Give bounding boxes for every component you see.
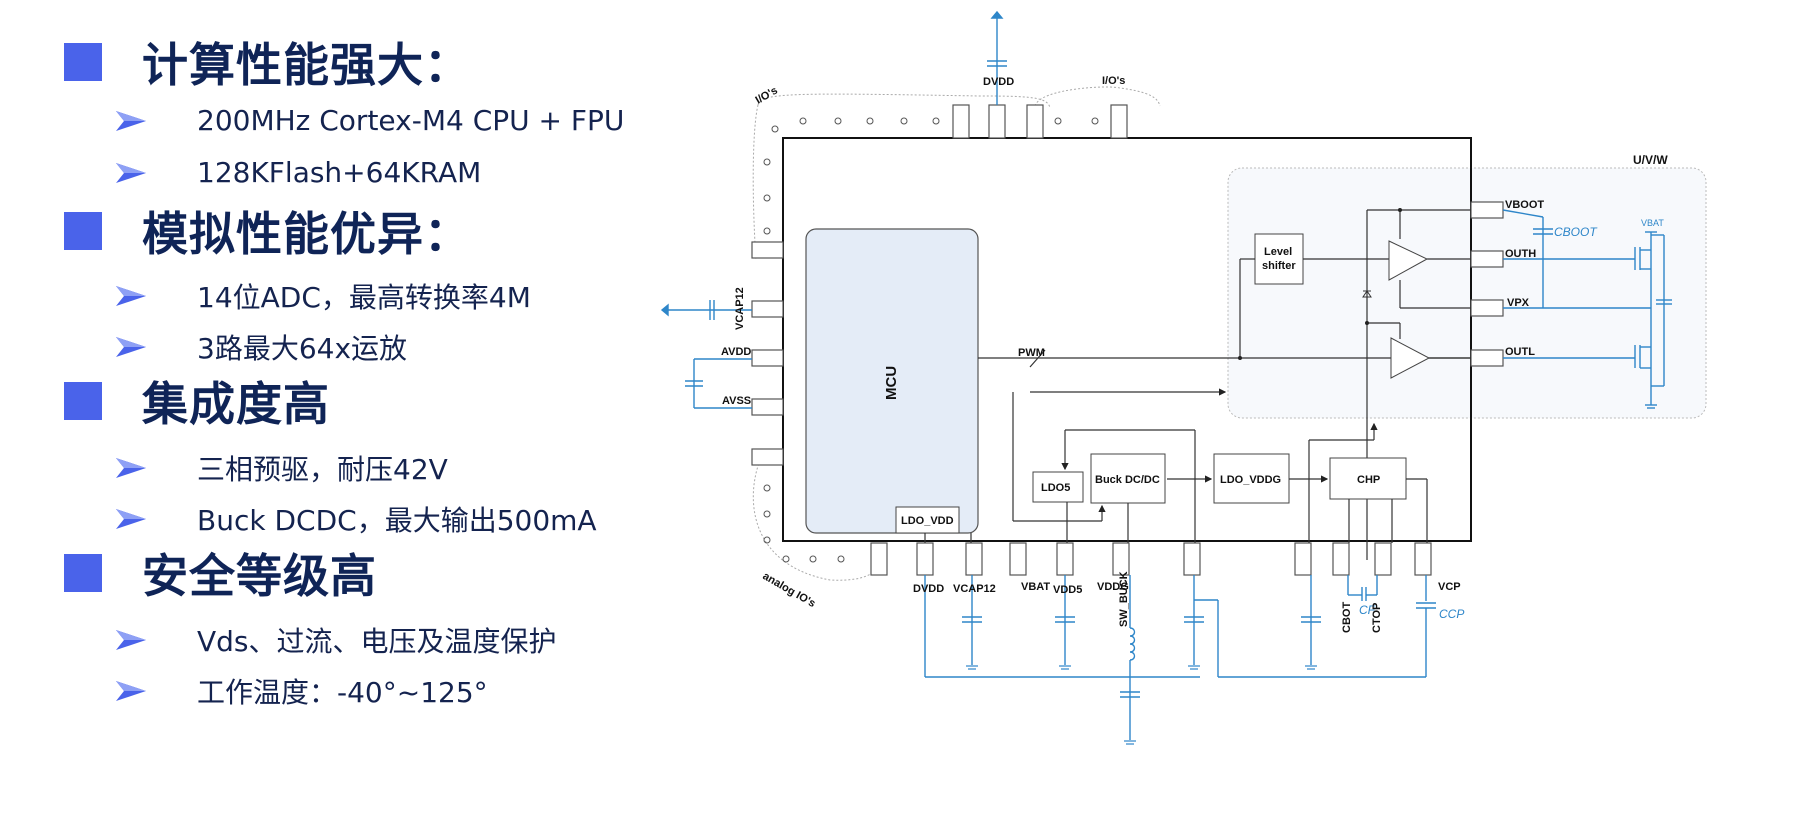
avdd-label: AVDD xyxy=(721,346,751,358)
section-analog: 模拟性能优异： xyxy=(64,198,471,264)
bullet-item: Vds、过流、电压及温度保护 xyxy=(115,620,557,660)
io-group-outline xyxy=(1034,86,1161,107)
ldo-vddg-block xyxy=(1213,453,1290,504)
cbot-label: CBOT xyxy=(1341,602,1353,633)
dvdd-bottom-label: DVDD xyxy=(913,583,944,595)
vddg-label: VDDG xyxy=(1097,581,1129,593)
section-integration: 集成度高 xyxy=(64,368,330,434)
section-bullet-square xyxy=(64,554,102,592)
section-title: 集成度高 xyxy=(142,377,330,431)
bullet-text: 128KFlash+64KRAM xyxy=(197,156,482,189)
vcap12-left-label: VCAP12 xyxy=(734,287,746,330)
driver-wiring xyxy=(1030,209,1471,560)
buck-dcdc-block xyxy=(1090,453,1166,504)
bullet-text: Buck DCDC，最大输出500mA xyxy=(197,504,597,537)
cboot-label: CBOOT xyxy=(1554,225,1598,239)
section-compute: 计算性能强大： xyxy=(64,29,471,95)
arrow-bullet-icon xyxy=(116,162,146,183)
bottom-pins xyxy=(870,542,1432,576)
vcp-label: VCP xyxy=(1438,581,1461,593)
left-external-net xyxy=(660,300,752,409)
io-pin-dots xyxy=(763,117,1099,563)
vboot-label: VBOOT xyxy=(1505,199,1544,211)
bullet-text: 工作温度：-40°~125° xyxy=(197,676,488,709)
bullet-text: 三相预驱，耐压42V xyxy=(197,453,448,486)
analog-io-label: analog IO's xyxy=(761,570,818,610)
section-title: 计算性能强大： xyxy=(142,38,471,92)
outh-label: OUTH xyxy=(1505,248,1536,260)
arrow-bullet-icon xyxy=(116,509,146,529)
arrow-bullet-icon xyxy=(116,630,146,650)
arrow-bullet-icon xyxy=(116,286,146,306)
junction-dots xyxy=(1238,208,1402,360)
bullet-text: 200MHz Cortex-M4 CPU + FPU xyxy=(197,104,625,137)
io-label: I/O's xyxy=(754,85,780,107)
ldo-vddg-label: LDO_VDDG xyxy=(1220,474,1281,486)
low-side-driver xyxy=(1390,337,1431,379)
vpx-label: VPX xyxy=(1507,297,1530,309)
vcap12-bottom-label: VCAP12 xyxy=(953,583,996,595)
analog-io-outline xyxy=(752,459,881,581)
top-pins xyxy=(952,104,1128,139)
sw-buck-label: SW_BUCK xyxy=(1118,571,1130,627)
section-bullet-square xyxy=(64,212,102,250)
level-shifter-label: Level xyxy=(1264,246,1292,258)
ldo5-block xyxy=(1032,471,1084,503)
vbat-label: VBAT xyxy=(1021,581,1050,593)
section-title: 安全等级高 xyxy=(142,549,377,603)
arrow-bullet-icon xyxy=(116,458,146,478)
dvdd-top-label: DVDD xyxy=(983,76,1014,88)
ccp-label: CCP xyxy=(1439,607,1464,621)
arrow-bullet-icon xyxy=(116,681,146,701)
power-wiring xyxy=(924,392,1428,543)
dvdd-top-net xyxy=(987,10,1007,105)
buck-dcdc-label: Buck DC/DC xyxy=(1095,474,1160,486)
io-label: I/O's xyxy=(1102,75,1125,87)
level-shifter-block xyxy=(1254,233,1304,285)
bullet-item: 14位ADC，最高转换率4M xyxy=(115,276,531,316)
bullet-text: 3路最大64x运放 xyxy=(197,332,408,365)
bullet-item: 三相预驱，耐压42V xyxy=(115,448,448,488)
level-shifter-label: shifter xyxy=(1262,260,1296,272)
left-pins xyxy=(751,241,784,466)
mcu-block xyxy=(805,228,979,534)
uvw-label: U/V/W xyxy=(1633,153,1668,167)
section-bullet-square xyxy=(64,382,102,420)
io-group-outline xyxy=(757,93,1051,109)
cf-label: CF xyxy=(1359,603,1376,617)
arrow-bullet-icon xyxy=(116,110,146,131)
outl-label: OUTL xyxy=(1505,346,1535,358)
bullet-text: 14位ADC，最高转换率4M xyxy=(197,281,531,314)
vbat-ext-label: VBAT xyxy=(1641,218,1664,228)
avss-label: AVSS xyxy=(722,395,751,407)
ldo5-label: LDO5 xyxy=(1041,482,1070,494)
arrow-bullet-icon xyxy=(116,337,146,357)
bullet-item: Buck DCDC，最大输出500mA xyxy=(115,499,597,539)
ldo-vdd-block xyxy=(895,506,960,534)
right-pins xyxy=(1470,201,1504,367)
section-title: 模拟性能优异： xyxy=(142,207,471,261)
pwm-bus xyxy=(978,349,1471,368)
bullet-item: 128KFlash+64KRAM xyxy=(115,156,481,189)
io-group-outline xyxy=(752,104,759,261)
feature-list: 计算性能强大： 200MHz Cortex-M4 CPU + FPU 128KF… xyxy=(0,0,660,819)
chp-label: CHP xyxy=(1357,474,1380,486)
vdd5-label: VDD5 xyxy=(1053,584,1082,596)
high-side-driver xyxy=(1388,240,1429,281)
mcu-label: MCU xyxy=(883,366,900,400)
ldo-vdd-label: LDO_VDD xyxy=(901,515,954,527)
bottom-external-net xyxy=(924,575,1436,740)
pwm-label: PWM xyxy=(1018,347,1045,359)
section-safety: 安全等级高 xyxy=(64,540,377,606)
ground-symbols xyxy=(966,665,1317,745)
bullet-item: 3路最大64x运放 xyxy=(115,327,407,367)
section-bullet-square xyxy=(64,43,102,81)
ctop-label: CTOP xyxy=(1371,603,1383,633)
driver-region xyxy=(1227,167,1707,419)
external-bridge xyxy=(1502,209,1672,409)
bullet-item: 工作温度：-40°~125° xyxy=(115,671,488,711)
bullet-item: 200MHz Cortex-M4 CPU + FPU xyxy=(115,104,624,137)
bullet-text: Vds、过流、电压及温度保护 xyxy=(197,625,557,658)
diode-icon xyxy=(1362,290,1372,298)
